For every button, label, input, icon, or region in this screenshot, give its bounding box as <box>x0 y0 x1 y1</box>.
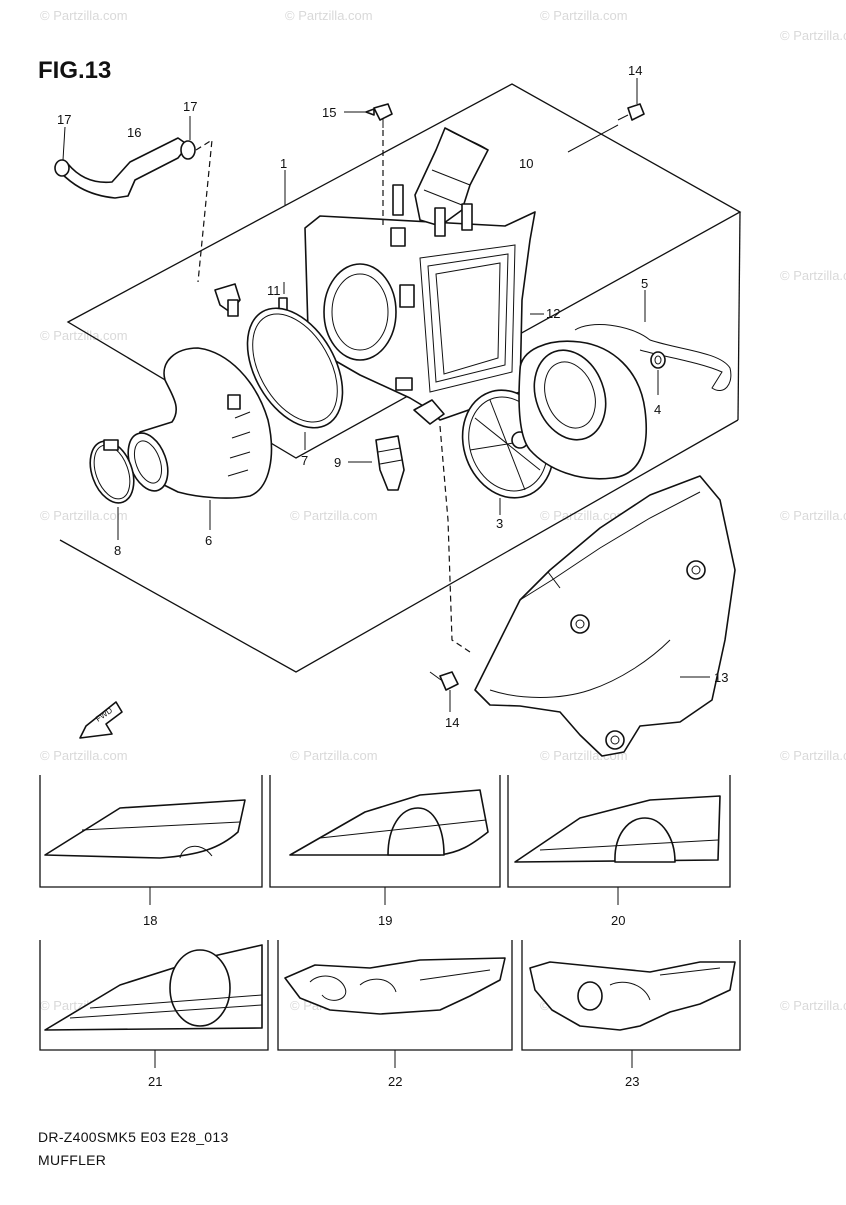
callout-20: 20 <box>611 913 625 928</box>
callout-7: 7 <box>301 453 308 468</box>
bolt-part-14-bottom <box>429 671 459 691</box>
air-cleaner-case-part-1 <box>304 211 536 425</box>
outlet-tube-part-10 <box>414 127 489 237</box>
callout-21: 21 <box>148 1074 162 1089</box>
callout-23: 23 <box>625 1074 639 1089</box>
callout-9: 9 <box>334 455 341 470</box>
callout-11: 11 <box>267 283 281 298</box>
callout-10: 10 <box>519 156 533 171</box>
cover-route-dashed <box>439 425 471 653</box>
watermark: © Partzilla.com <box>780 748 846 763</box>
figure-title: FIG.13 <box>38 57 111 84</box>
leader-arrow <box>365 108 375 116</box>
decal-panel-23 <box>521 940 741 1068</box>
hose-clamp-part-8 <box>89 439 135 504</box>
elbow-fitting <box>214 283 241 317</box>
section-name: MUFFLER <box>38 1152 106 1168</box>
stud-bolt <box>392 184 404 216</box>
frame-cover-part-13 <box>474 475 736 757</box>
watermark: © Partzilla.com <box>40 8 128 23</box>
callout-15: 15 <box>322 105 336 120</box>
assembly-frame-right <box>737 211 741 421</box>
bolt-part-14-top <box>617 103 645 121</box>
clamp-ring-part-7 <box>246 307 344 429</box>
watermark: © Partzilla.com <box>540 508 628 523</box>
callout-5: 5 <box>641 276 648 291</box>
decal-panel-21 <box>39 940 269 1068</box>
assembly-frame-bottom <box>59 419 739 673</box>
watermark: © Partzilla.com <box>780 28 846 43</box>
callout-8: 8 <box>114 543 121 558</box>
hose-route-dashed <box>195 138 213 283</box>
watermark: © Partzilla.com <box>40 328 128 343</box>
callout-4: 4 <box>654 402 661 417</box>
watermark: © Partzilla.com <box>780 268 846 283</box>
callout-1: 1 <box>280 156 287 171</box>
callout-14-top: 14 <box>628 63 642 78</box>
callout-3: 3 <box>496 516 503 531</box>
intake-duct-part-6 <box>127 347 273 499</box>
bolt-part-15 <box>373 103 393 128</box>
callout-18: 18 <box>143 913 157 928</box>
watermark: © Partzilla.com <box>40 748 128 763</box>
watermark: © Partzilla.com <box>290 508 378 523</box>
watermark: © Partzilla.com <box>780 998 846 1013</box>
grommet-part-4 <box>650 351 666 369</box>
watermark-layer: © Partzilla.com © Partzilla.com © Partzi… <box>40 8 846 1013</box>
callout-17-right: 17 <box>183 99 197 114</box>
decal-panel-20 <box>507 775 731 905</box>
diagram-code: DR-Z400SMK5 E03 E28_013 <box>38 1129 229 1145</box>
callout-17-left: 17 <box>57 112 71 127</box>
front-direction-arrow: FWD <box>79 701 123 739</box>
callout-12: 12 <box>546 306 560 321</box>
grommet <box>390 227 406 247</box>
callout-16: 16 <box>127 125 141 140</box>
callout-13: 13 <box>714 670 728 685</box>
callout-labels: 1 3 4 5 6 7 8 9 10 11 12 13 14 14 15 16 … <box>57 63 728 1089</box>
watermark: © Partzilla.com <box>780 508 846 523</box>
watermark: © Partzilla.com <box>285 8 373 23</box>
callout-22: 22 <box>388 1074 402 1089</box>
watermark: © Partzilla.com <box>40 508 128 523</box>
drain-rubber-part-9 <box>375 435 405 491</box>
breather-hose-part-16 <box>54 137 196 199</box>
watermark: © Partzilla.com <box>540 8 628 23</box>
callout-19: 19 <box>378 913 392 928</box>
decal-panel-18 <box>39 775 263 905</box>
callout-14-bottom: 14 <box>445 715 459 730</box>
callout-6: 6 <box>205 533 212 548</box>
air-filter-element-part-5 <box>518 324 732 480</box>
leader <box>62 126 66 161</box>
decal-panel-22 <box>277 940 513 1068</box>
watermark: © Partzilla.com <box>290 748 378 763</box>
leader <box>567 124 619 153</box>
decal-panel-19 <box>269 775 501 905</box>
